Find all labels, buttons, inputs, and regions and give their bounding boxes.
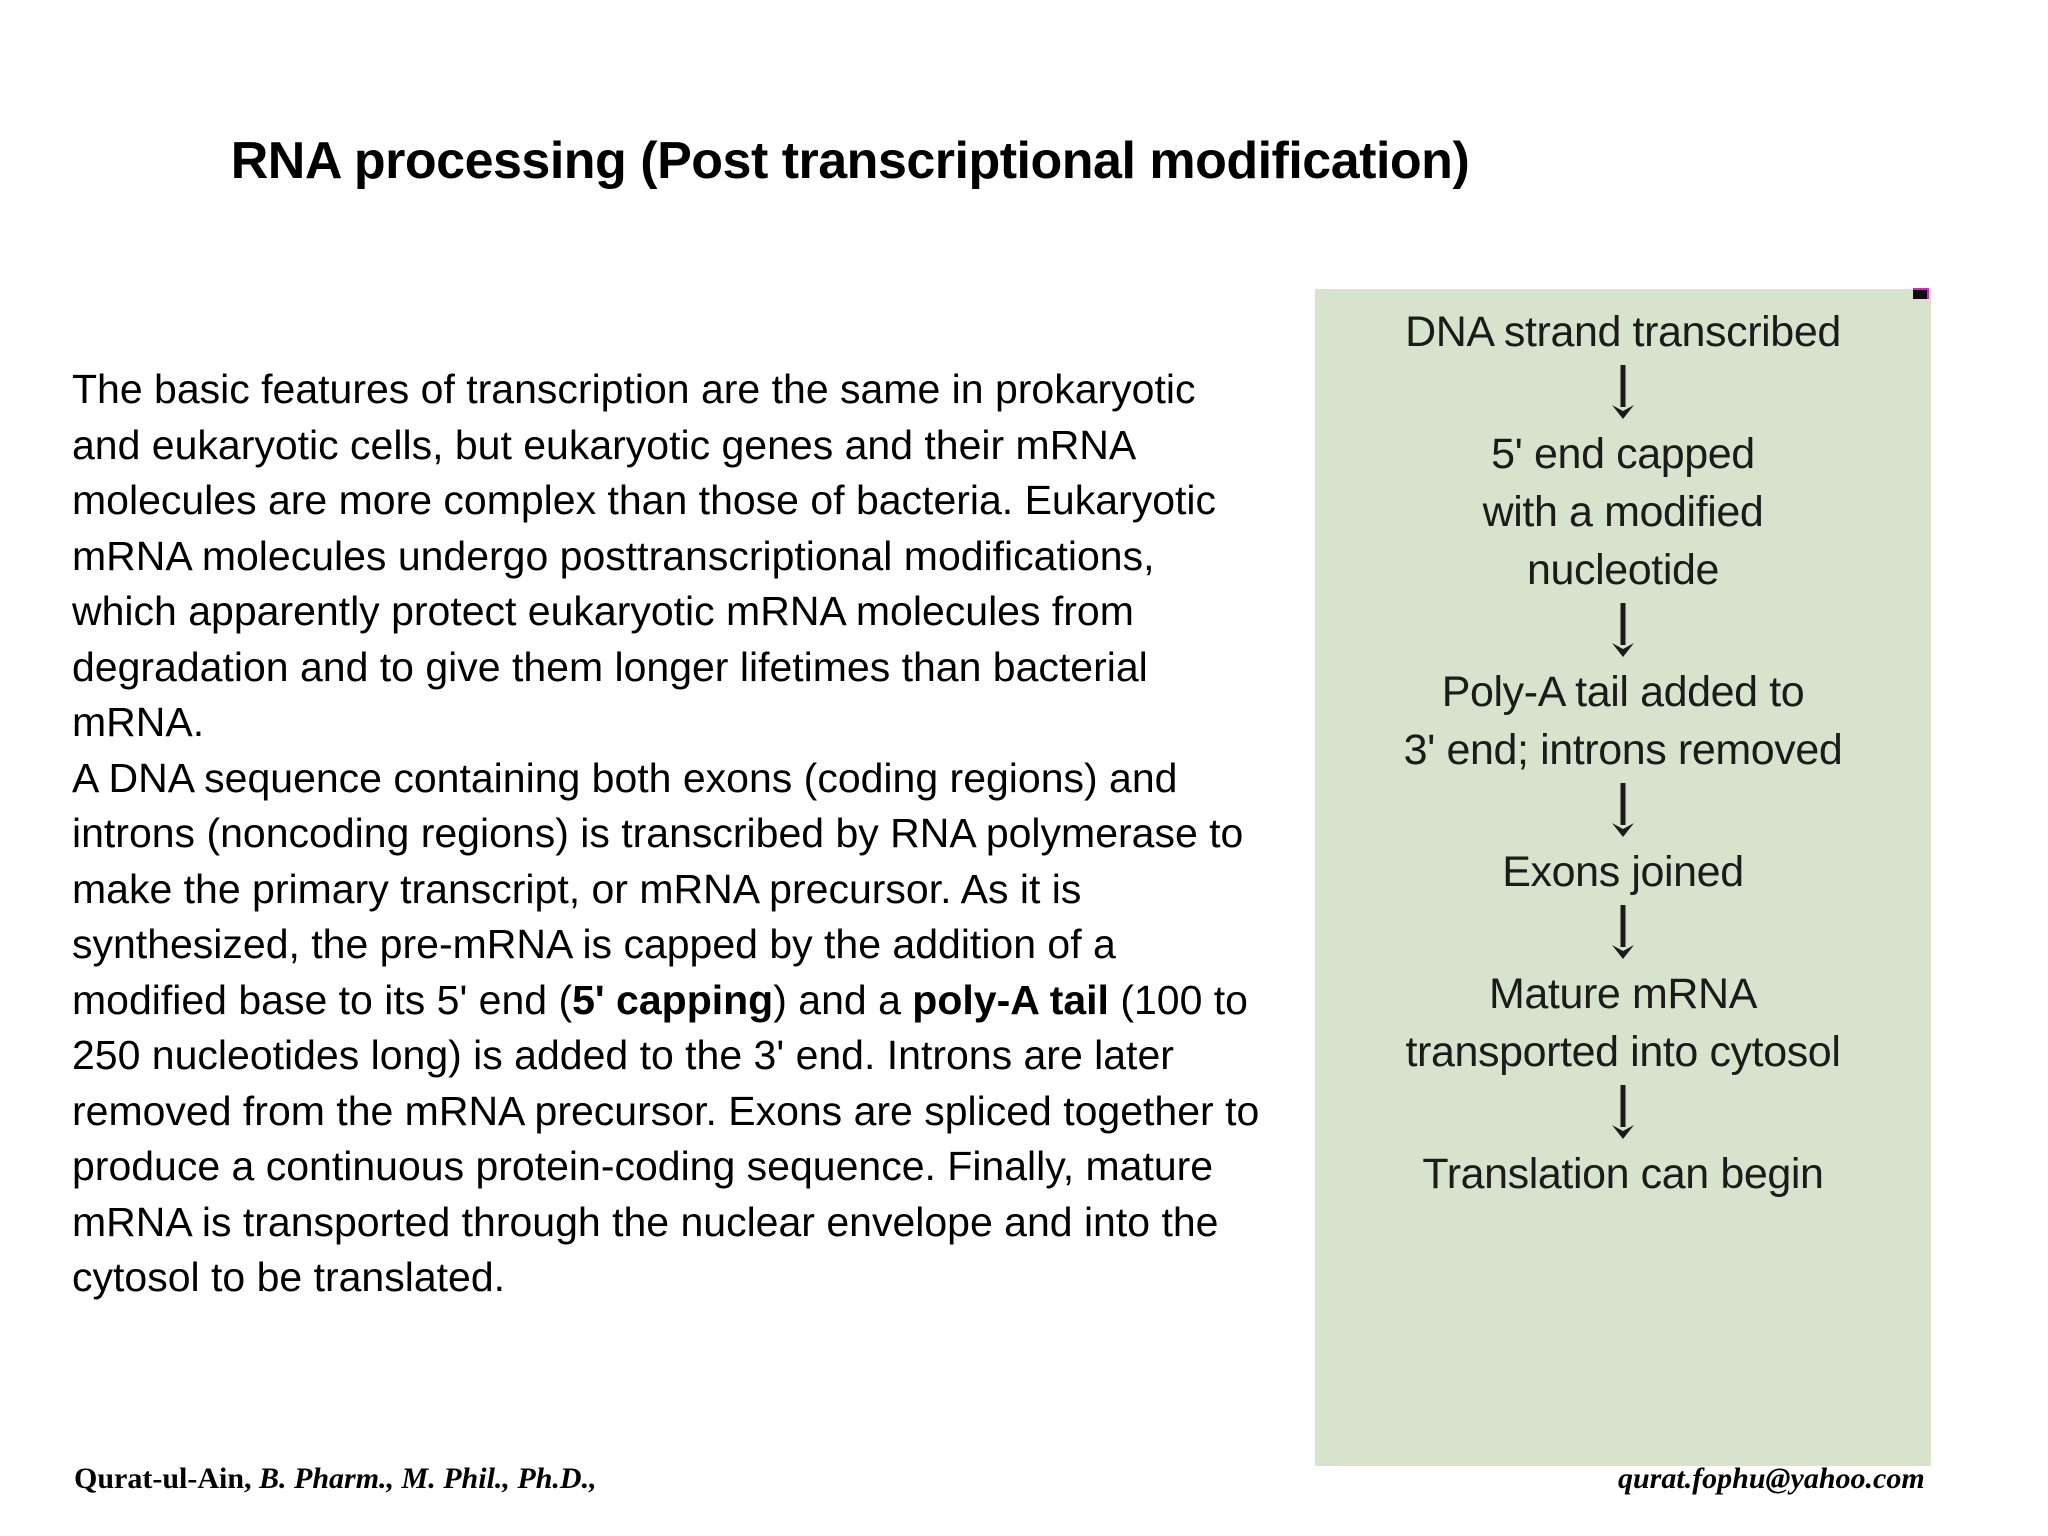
rna-processing-flowchart: DNA strand transcribed 5' end capped wit…: [1315, 288, 1931, 1466]
down-arrow-icon: [1315, 901, 1931, 965]
paragraph-2-segment-3: (100 to 250 nucleotides long) is added t…: [72, 976, 1260, 1301]
flow-step-five-prime-cap: 5' end capped with a modified nucleotide: [1482, 430, 1764, 594]
paragraph-rna-processing-detail: A DNA sequence containing both exons (co…: [72, 751, 1267, 1306]
flow-step-translation-begins: Translation can begin: [1422, 1150, 1824, 1198]
footer-author: Qurat-ul-Ain, B. Pharm., M. Phil., Ph.D.…: [74, 1462, 597, 1496]
down-arrow-icon: [1315, 599, 1931, 663]
body-text-block: The basic features of transcription are …: [72, 362, 1267, 1306]
flowchart-steps-container: DNA strand transcribed 5' end capped wit…: [1315, 303, 1931, 1203]
term-poly-a-tail: poly-A tail: [912, 976, 1109, 1023]
footer-author-degrees: B. Pharm., M. Phil., Ph.D.,: [251, 1462, 597, 1495]
flow-step-mature-mrna-transport: Mature mRNA transported into cytosol: [1405, 970, 1841, 1076]
paragraph-2-segment-1: A DNA sequence containing both exons (co…: [72, 754, 1244, 1023]
flow-step-poly-a-tail: Poly-A tail added to 3' end; introns rem…: [1403, 668, 1843, 774]
flow-step-exons-joined: Exons joined: [1502, 848, 1744, 896]
down-arrow-icon: [1315, 361, 1931, 425]
footer-author-name: Qurat-ul-Ain,: [74, 1462, 252, 1495]
paragraph-transcription-overview: The basic features of transcription are …: [72, 366, 1216, 745]
paragraph-2-segment-2: ) and a: [773, 976, 913, 1023]
footer-email: qurat.fophu@yahoo.com: [1618, 1462, 1925, 1495]
down-arrow-icon: [1315, 779, 1931, 843]
down-arrow-icon: [1315, 1081, 1931, 1145]
page-title: RNA processing (Post transcriptional mod…: [230, 132, 1470, 190]
corner-artifact-marker: [1913, 288, 1929, 299]
flow-step-dna-transcribed: DNA strand transcribed: [1405, 308, 1841, 356]
term-five-prime-capping: 5' capping: [572, 976, 774, 1023]
